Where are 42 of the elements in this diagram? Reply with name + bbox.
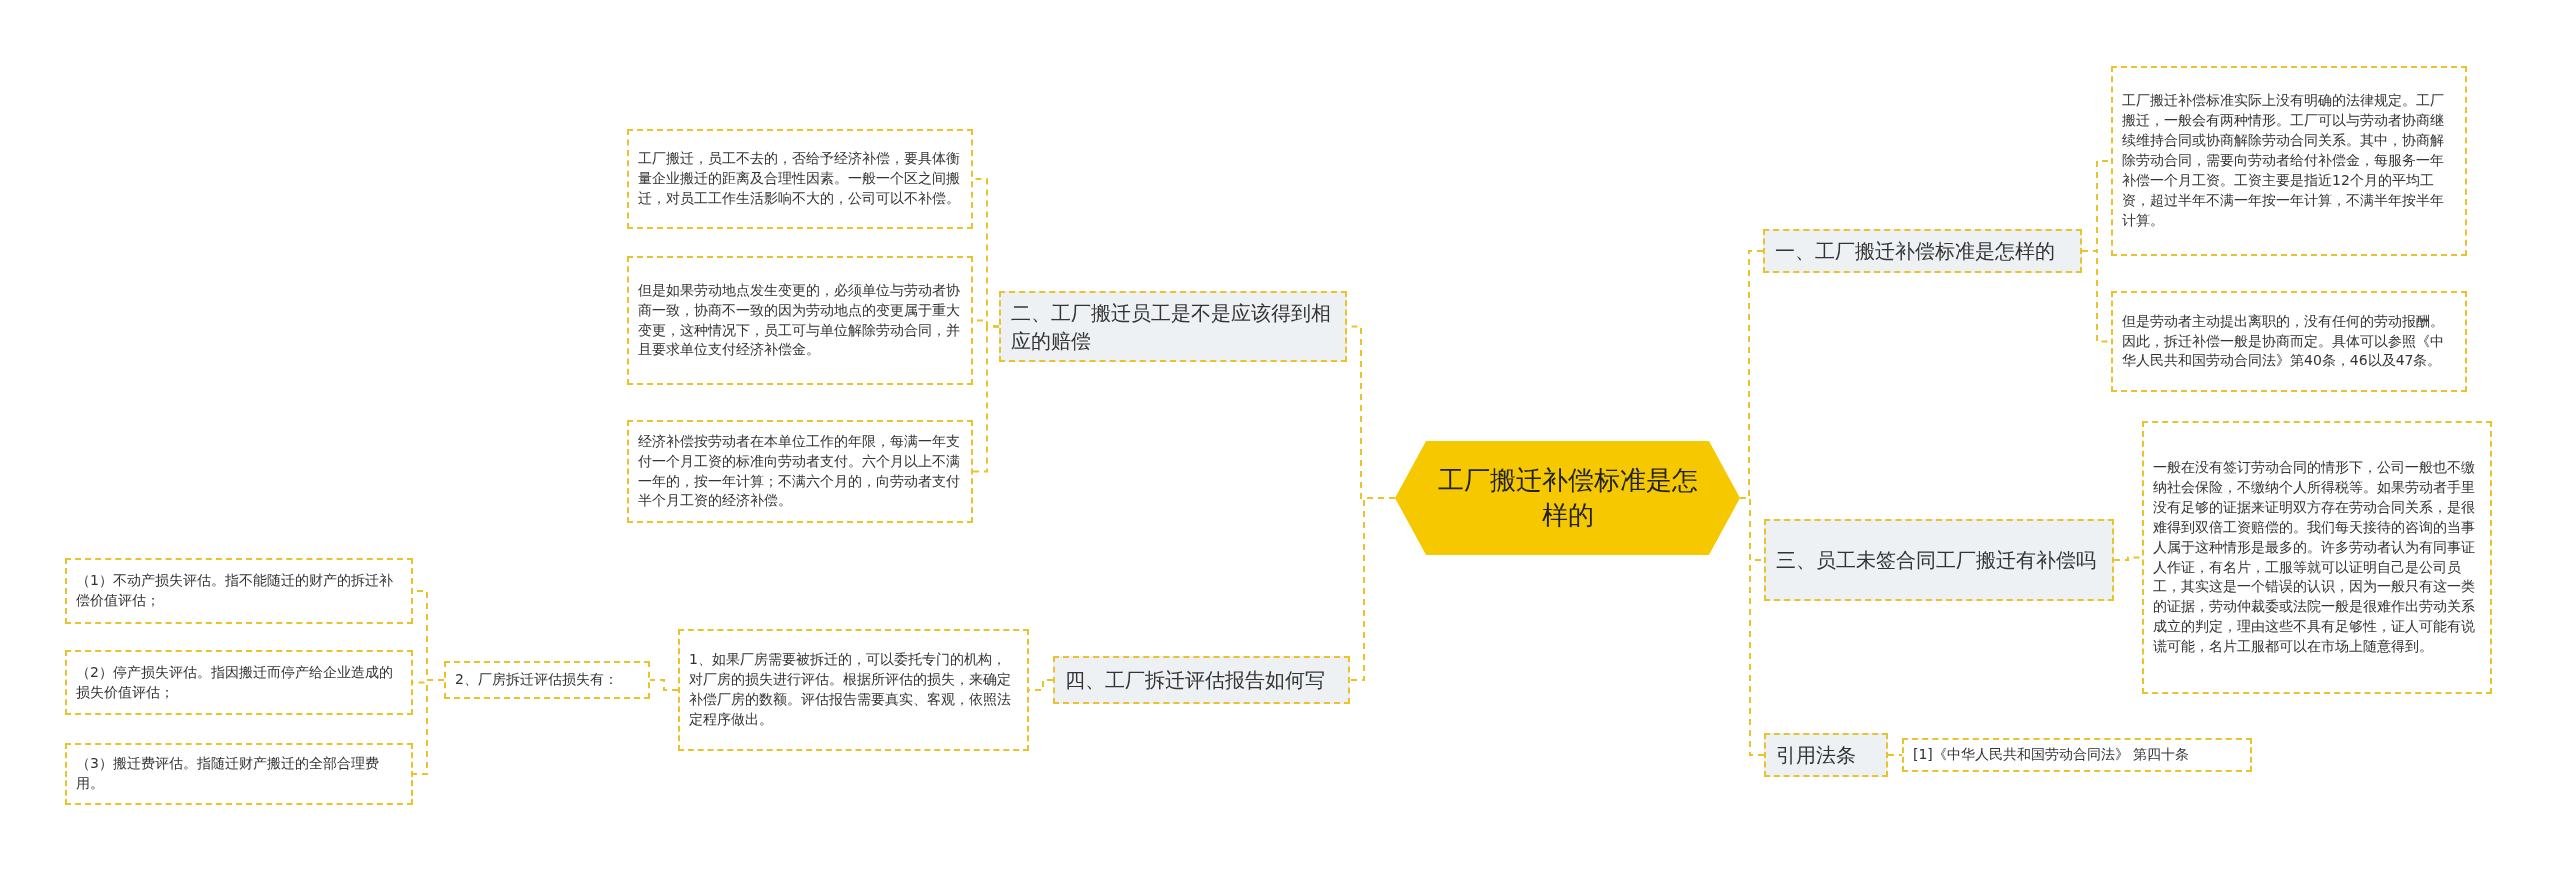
- connector-line: [1349, 497, 1396, 681]
- note-text: [1]《中华人民共和国劳动合同法》 第四十条: [1913, 745, 2191, 765]
- note-text: 工厂搬迁补偿标准实际上没有明确的法律规定。工厂搬迁，一般会有两种情形。工厂可以与劳动者协商继续维持合同或协商解除劳动合同关系。其中，协商解除劳动合同，需要向劳动者给付补偿金，每服务一年补偿一个月工资。工资主要是指近12个月的平均工资，超过半年不满一年按一年计算，不满半年按半年计算。: [2122, 91, 2445, 230]
- connector-line: [972, 325, 1000, 473]
- topic-title: 四、工厂拆迁评估报告如何写: [1065, 667, 1326, 694]
- connector-line: [649, 679, 679, 691]
- topic-title: 三、员工未签合同工厂搬迁有补偿吗: [1776, 547, 2097, 574]
- note-text: （2）停产损失评估。指因搬迁而停产给企业造成的损失价值评估；: [76, 662, 394, 702]
- note-box: [65, 558, 413, 624]
- topic-title: 二、工厂搬迁员工是不是应该得到相应的赔偿: [1011, 299, 1332, 355]
- connector-line: [412, 679, 445, 775]
- note-box: [2111, 66, 2467, 256]
- topic-box: [1053, 656, 1350, 704]
- note-box: [627, 420, 973, 523]
- note-text: 一般在没有签订劳动合同的情形下，公司一般也不缴纳社会保险，不缴纳个人所得税等。如果劳动者手里没有足够的证据来证明双方存在劳动合同关系，是很难得到双倍工资赔偿的。我们每天接待的咨询的当事人属于这种情形是最多的。许多劳动者认为有同事证人作证，有名片，工服等就可以证明自己是公司员工，其实这是一个错误的认识，因为一般只有这一类的证据，劳动仲裁委或法院一般是很难作出劳动关系成立的判定，理由这些不具有足够性，证人可能有说谎可能，名片工服都可以在市场上随意得到。: [2153, 458, 2476, 656]
- topic-title: 引用法条: [1776, 742, 1857, 769]
- note-box: [1902, 738, 2252, 772]
- note-text: 1、如果厂房需要被拆迁的，可以委托专门的机构，对厂房的损失进行评估。根据所评估的损失，来确定补偿厂房的数额。评估报告需要真实、客观，依照法定程序做出。: [689, 650, 1012, 729]
- central-title: 工厂搬迁补偿标准是怎样的: [1437, 463, 1698, 532]
- note-text: 经济补偿按劳动者在本单位工作的年限，每满一年支付一个月工资的标准向劳动者支付。六个月以上不满一年的，按一年计算；不满六个月的，向劳动者支付半个月工资的经济补偿。: [638, 431, 961, 511]
- connector-line: [1887, 754, 1903, 756]
- topic-box: [999, 291, 1347, 362]
- note-text: 工厂搬迁，员工不去的，否给予经济补偿，要具体衡量企业搬迁的距离及合理性因素。一般一个区之间搬迁，对员工工作生活影响不大的，公司可以不补偿。: [638, 149, 961, 208]
- topic-box: [1763, 229, 2082, 273]
- note-box: [627, 256, 973, 385]
- note-box: [678, 629, 1029, 751]
- note-text: （1）不动产损失评估。指不能随迁的财产的拆迁补偿价值评估；: [76, 571, 394, 610]
- note-text: 但是如果劳动地点发生变更的，必须单位与劳动者协商一致，协商不一致的因为劳动地点的变更属于重大变更，这种情况下，员工可与单位解除劳动合同，并且要求单位支付经济补偿金。: [638, 280, 961, 360]
- note-box: [2142, 421, 2492, 694]
- note-box: [65, 650, 413, 715]
- note-text: 但是劳动者主动提出离职的，没有任何的劳动报酬。因此，拆迁补偿一般是协商而定。具体可以参照《中华人民共和国劳动合同法》第40条，46以及47条。: [2122, 311, 2445, 371]
- connector-line: [1739, 497, 1765, 756]
- topic-box: [1764, 733, 1888, 777]
- note-text: （3）搬迁费评估。指随迁财产搬迁的全部合理费用。: [76, 754, 380, 793]
- topic-title: 一、工厂搬迁补偿标准是怎样的: [1775, 238, 2056, 265]
- note-box: [627, 129, 973, 229]
- topic-box: [1764, 519, 2114, 601]
- note-text: 2、厂房拆迁评估损失有：: [455, 670, 619, 690]
- note-box: [65, 743, 413, 805]
- note-box: [2111, 291, 2467, 392]
- connector-line: [2113, 556, 2143, 561]
- note-box: [444, 661, 650, 699]
